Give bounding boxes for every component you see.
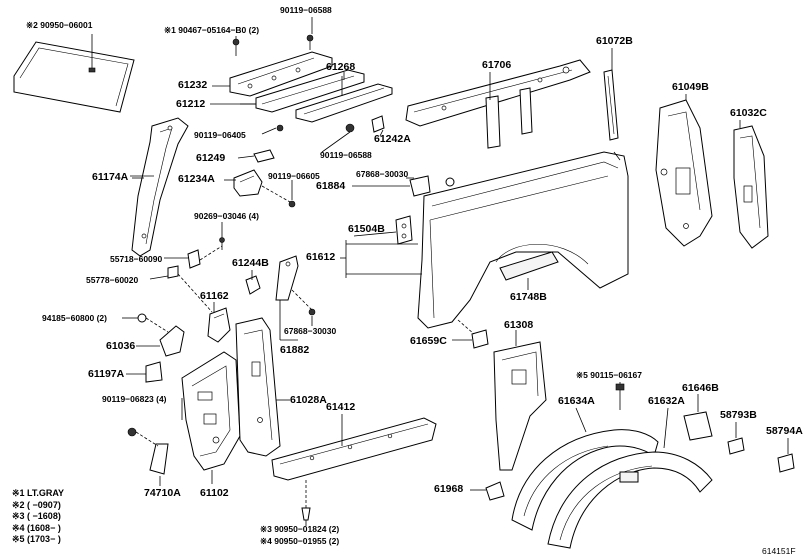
label-61308: 61308 [504, 319, 534, 331]
part-61174a-pillar [130, 117, 189, 257]
legend-item-5: ※5 (1703− ) [12, 534, 61, 545]
label-58794a: 58794A [766, 425, 803, 437]
label-61882: 61882 [280, 344, 310, 356]
label-61032c: 61032C [730, 107, 767, 119]
legend-item-4: ※4 (1608− ) [12, 522, 61, 533]
label-90119-06605: 90119−06605 [268, 171, 320, 181]
bolt-90115 [615, 383, 625, 410]
part-61968 [485, 481, 505, 501]
part-61646b [683, 411, 713, 441]
legend-item-1: ※1 LT.GRAY [12, 488, 65, 498]
label-90950-01955: ※4 90950−01955 (2) [260, 536, 340, 546]
part-61308-inner [493, 341, 547, 471]
label-90119-06823: 90119−06823 (4) [102, 394, 167, 404]
label-61244b: 61244B [232, 257, 269, 269]
label-61028a: 61028A [290, 394, 327, 406]
part-61249-bracket [253, 149, 275, 163]
part-61244b-bracket [245, 275, 261, 295]
label-61212: 61212 [176, 98, 206, 110]
part-61049b-pillar [655, 99, 713, 247]
label-61504b: 61504B [348, 223, 385, 235]
part-58794a [777, 453, 795, 473]
label-61748b: 61748B [510, 291, 547, 303]
legend: ※1 LT.GRAY ※2 ( −0907) ※3 ( −1608) ※4 (1… [12, 488, 64, 546]
rear-window-glass [13, 38, 135, 113]
legend-item-2: ※2 ( −0907) [12, 499, 61, 510]
label-61268: 61268 [326, 61, 356, 73]
part-61268-rail [295, 76, 393, 123]
label-90467-05164: ※1 90467−05164−B0 (2) [164, 25, 260, 35]
part-61882-brace [275, 255, 316, 316]
label-61634a: 61634A [558, 395, 595, 407]
label-61884: 61884 [316, 180, 346, 192]
part-61102-panel [181, 351, 241, 471]
figure-code: 614151F [762, 546, 796, 556]
label-61072b: 61072B [596, 35, 633, 47]
part-61504b-bracket [395, 215, 413, 245]
label-90269-03046: 90269−03046 (4) [194, 211, 259, 221]
label-90950-06001: ※2 90950−06001 [26, 20, 93, 30]
clip-parts-left [167, 237, 231, 343]
label-61102: 61102 [200, 487, 229, 499]
part-61412-rocker [271, 417, 437, 521]
label-90119-06588-b: 90119−06588 [320, 150, 372, 160]
label-74710a: 74710A [144, 487, 181, 499]
part-61634a-liner [511, 429, 659, 531]
label-61049b: 61049B [672, 81, 709, 93]
part-61036-bracket [137, 313, 185, 383]
part-61072b-strip [603, 69, 619, 141]
part-61234a-bracket [233, 169, 296, 208]
label-61232: 61232 [178, 79, 208, 91]
label-90115-06167: ※5 90115−06167 [576, 370, 642, 380]
label-61968: 61968 [434, 483, 464, 495]
label-61242a: 61242A [374, 133, 411, 145]
label-61612: 61612 [306, 251, 336, 263]
label-90119-06588-a: 90119−06588 [280, 5, 332, 15]
part-74710a [127, 427, 169, 475]
label-61249: 61249 [196, 152, 226, 164]
label-61162: 61162 [200, 290, 229, 302]
legend-item-3: ※3 ( −1608) [12, 511, 61, 522]
label-61646b: 61646B [682, 382, 719, 394]
part-58793b [727, 437, 745, 455]
label-61659c: 61659C [410, 335, 447, 347]
part-61028a-pillar [235, 317, 281, 457]
part-61884-bracket [409, 175, 455, 197]
label-55718-60090: 55718−60090 [110, 254, 163, 264]
label-90119-06405: 90119−06405 [194, 130, 246, 140]
bolts-upper [232, 34, 385, 133]
label-58793b: 58793B [720, 409, 757, 421]
label-61632a: 61632A [648, 395, 685, 407]
leader-lines [91, 17, 789, 526]
label-55778-60020: 55778−60020 [86, 275, 139, 285]
label-61036: 61036 [106, 340, 136, 352]
label-67868-30030-a: 67868−30030 [356, 169, 409, 179]
part-61632a-liner [547, 451, 713, 549]
label-67868-30030-b: 67868−30030 [284, 326, 337, 336]
part-61612-side-panel [417, 151, 629, 329]
label-61706: 61706 [482, 59, 512, 71]
label-61412: 61412 [326, 401, 356, 413]
label-61174a: 61174A [92, 171, 129, 183]
label-94185-60800: 94185−60800 (2) [42, 313, 107, 323]
label-61234a: 61234A [178, 173, 215, 185]
part-61032c-pillar [733, 125, 769, 249]
part-61659c [457, 319, 489, 349]
label-90950-01824: ※3 90950−01824 (2) [260, 524, 340, 534]
part-61706-crossmember [405, 59, 591, 149]
label-61197a: 61197A [88, 368, 125, 380]
part-61232-rail [212, 51, 333, 97]
